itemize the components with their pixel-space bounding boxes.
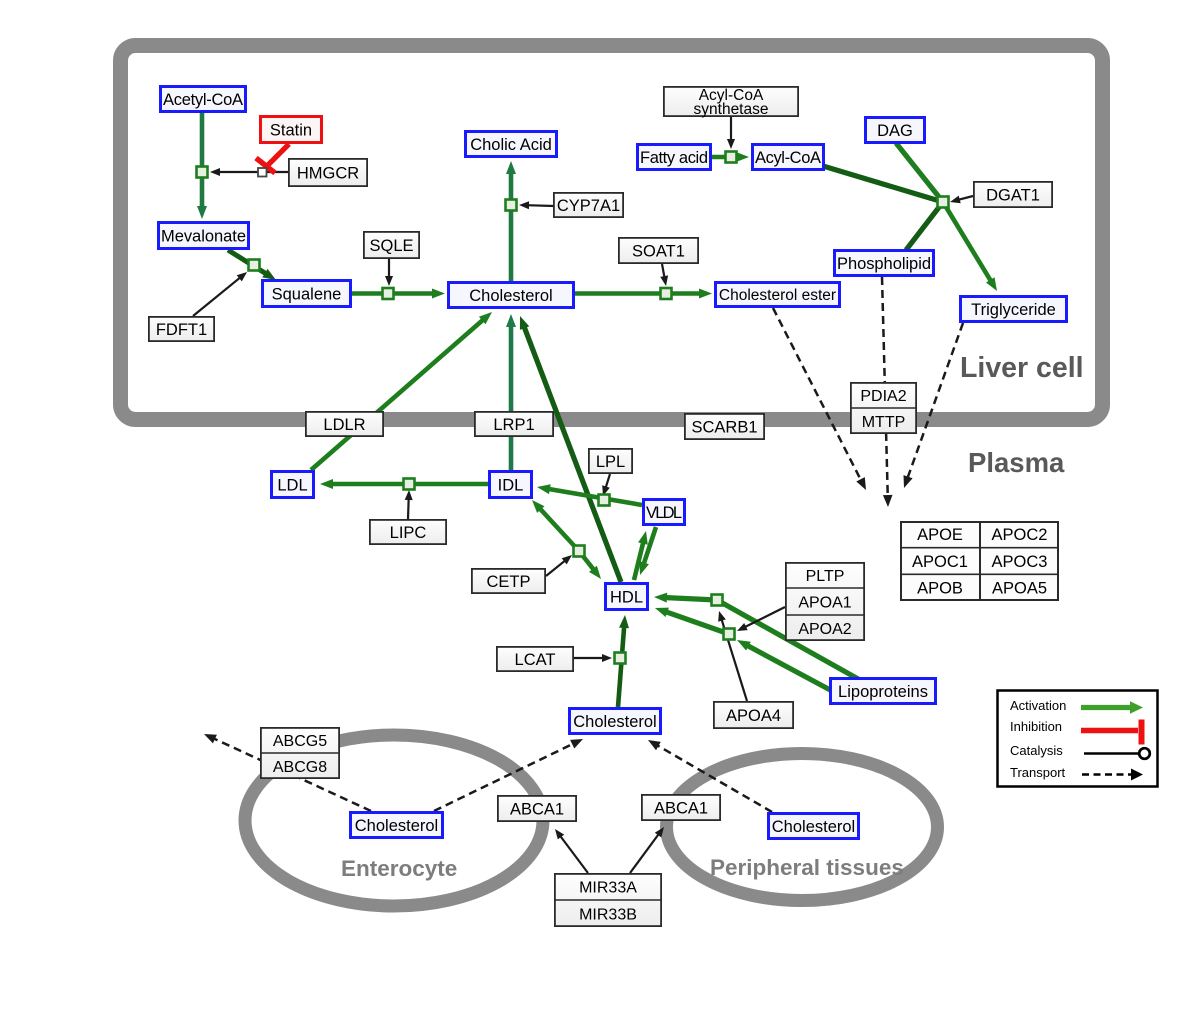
svg-text:Acyl-CoA: Acyl-CoA — [699, 87, 764, 104]
svg-text:synthetase: synthetase — [694, 101, 769, 118]
svg-text:SQLE: SQLE — [369, 237, 413, 255]
svg-text:LRP1: LRP1 — [493, 416, 534, 434]
svg-text:MIR33B: MIR33B — [579, 906, 637, 923]
svg-text:ABCG8: ABCG8 — [273, 759, 327, 776]
svg-text:ABCA1: ABCA1 — [654, 799, 708, 817]
svg-text:MTTP: MTTP — [862, 414, 906, 431]
svg-text:LPL: LPL — [596, 453, 625, 471]
svg-text:APOA2: APOA2 — [798, 621, 851, 638]
svg-text:Cholesterol ester: Cholesterol ester — [719, 287, 836, 304]
svg-text:Inhibition: Inhibition — [1010, 719, 1062, 734]
svg-text:Acetyl-CoA: Acetyl-CoA — [163, 91, 243, 109]
svg-text:Cholesterol: Cholesterol — [469, 287, 552, 305]
svg-text:Liver cell: Liver cell — [960, 352, 1084, 384]
svg-text:LDLR: LDLR — [323, 416, 365, 434]
svg-text:SCARB1: SCARB1 — [691, 418, 757, 436]
svg-text:IDL: IDL — [498, 476, 524, 494]
svg-text:LDL: LDL — [277, 476, 307, 494]
svg-text:Statin: Statin — [270, 121, 312, 139]
svg-text:APOB: APOB — [917, 580, 963, 598]
svg-text:PLTP: PLTP — [806, 568, 845, 585]
svg-text:PDIA2: PDIA2 — [860, 388, 906, 405]
svg-text:APOA4: APOA4 — [726, 707, 781, 725]
svg-text:SOAT1: SOAT1 — [632, 242, 685, 260]
svg-text:MIR33A: MIR33A — [579, 879, 637, 896]
svg-text:HDL: HDL — [610, 588, 643, 606]
svg-text:APOE: APOE — [917, 526, 963, 544]
svg-text:ABCG5: ABCG5 — [273, 733, 327, 750]
svg-text:Activation: Activation — [1010, 698, 1066, 713]
svg-text:DGAT1: DGAT1 — [986, 186, 1040, 204]
svg-text:LIPC: LIPC — [390, 524, 427, 542]
svg-text:LCAT: LCAT — [515, 651, 556, 669]
svg-text:Cholesterol: Cholesterol — [355, 817, 438, 835]
svg-text:Acyl-CoA: Acyl-CoA — [755, 149, 821, 167]
svg-text:Plasma: Plasma — [968, 447, 1065, 478]
svg-text:Squalene: Squalene — [272, 285, 342, 303]
svg-text:APOA1: APOA1 — [798, 594, 851, 611]
svg-text:CETP: CETP — [486, 573, 530, 591]
svg-text:VLDL: VLDL — [646, 504, 682, 522]
svg-text:APOC2: APOC2 — [992, 526, 1048, 544]
svg-text:FDFT1: FDFT1 — [156, 321, 207, 339]
svg-text:Lipoproteins: Lipoproteins — [838, 683, 928, 701]
svg-text:APOC1: APOC1 — [912, 553, 968, 571]
svg-text:Cholesterol: Cholesterol — [573, 713, 656, 731]
svg-text:APOC3: APOC3 — [992, 553, 1048, 571]
svg-text:Fatty acid: Fatty acid — [640, 149, 708, 167]
svg-text:Triglyceride: Triglyceride — [971, 301, 1056, 319]
svg-text:HMGCR: HMGCR — [297, 164, 359, 182]
svg-text:Enterocyte: Enterocyte — [341, 856, 457, 881]
svg-text:DAG: DAG — [877, 122, 913, 140]
svg-text:Cholic Acid: Cholic Acid — [470, 136, 552, 154]
svg-text:ABCA1: ABCA1 — [510, 800, 564, 818]
svg-text:Mevalonate: Mevalonate — [161, 227, 246, 245]
svg-text:Catalysis: Catalysis — [1010, 743, 1063, 758]
svg-text:CYP7A1: CYP7A1 — [557, 197, 620, 215]
svg-text:APOA5: APOA5 — [992, 580, 1047, 598]
svg-text:Transport: Transport — [1010, 765, 1066, 780]
svg-text:Phospholipid: Phospholipid — [837, 255, 931, 273]
svg-text:Peripheral tissues: Peripheral tissues — [710, 855, 904, 880]
svg-text:Cholesterol: Cholesterol — [772, 818, 855, 836]
